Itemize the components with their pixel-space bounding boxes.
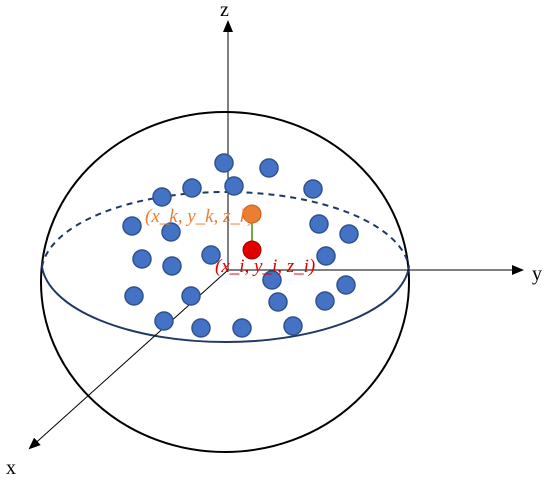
node: [283, 316, 303, 336]
node: [191, 318, 211, 338]
node: [214, 153, 234, 173]
point-k-label: (x_k, y_k, z_k): [145, 206, 255, 227]
node: [124, 286, 144, 306]
node: [182, 178, 202, 198]
node: [132, 249, 152, 269]
sphere-outline: [40, 111, 410, 453]
node: [336, 275, 356, 295]
node: [262, 270, 282, 290]
point-i-label: (x_i, y_i, z_i): [215, 256, 315, 277]
point-i: [242, 240, 262, 260]
node: [181, 286, 201, 306]
node-group: [122, 153, 359, 338]
y-axis-label: y: [532, 263, 542, 285]
node: [259, 158, 279, 178]
node: [315, 291, 335, 311]
node: [232, 318, 252, 338]
node: [201, 245, 221, 265]
node: [122, 216, 142, 236]
point-k: [242, 204, 262, 224]
node: [303, 179, 323, 199]
node: [316, 246, 336, 266]
node: [339, 224, 359, 244]
equator-back-dashed: [41, 191, 410, 268]
node: [152, 187, 172, 207]
node: [268, 292, 288, 312]
z-axis-label: z: [220, 0, 229, 21]
node: [224, 176, 244, 196]
node: [154, 311, 174, 331]
equator-front-solid: [41, 266, 410, 343]
node: [161, 222, 181, 242]
node: [309, 214, 329, 234]
node: [162, 256, 182, 276]
x-axis-label: x: [6, 457, 16, 479]
